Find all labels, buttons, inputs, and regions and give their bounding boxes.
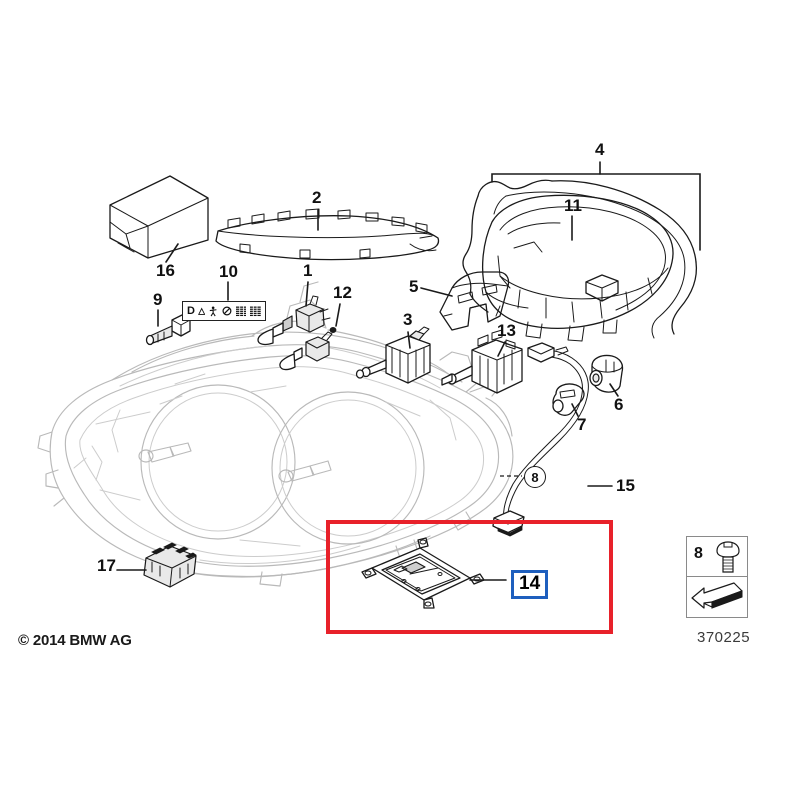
callout-7: 7 xyxy=(577,415,587,434)
callout-15: 15 xyxy=(616,476,635,495)
callout-5: 5 xyxy=(409,277,419,296)
legend-box: 8 xyxy=(686,536,748,618)
stripes-icon xyxy=(250,305,261,317)
part-7-indicator-bulb xyxy=(552,383,585,416)
triangle-icon xyxy=(197,307,206,315)
callout-9: 9 xyxy=(153,290,163,309)
part-14-ballast-unit xyxy=(361,537,485,609)
callout-6: 6 xyxy=(614,395,624,414)
callout-8-circled: 8 xyxy=(524,466,546,488)
callout-16: 16 xyxy=(156,261,175,280)
part-1-bulb xyxy=(257,295,331,346)
part-13-xenon-igniter xyxy=(441,329,523,394)
legend-arrow-cell xyxy=(687,577,747,617)
part-11-rear-cover xyxy=(482,194,674,342)
installation-arrow-icon xyxy=(691,582,743,609)
part-number-text: 370225 xyxy=(697,629,751,646)
callout-11: 11 xyxy=(564,196,582,215)
highlight-box-part-14 xyxy=(326,520,613,634)
part-2-trim-bracket xyxy=(215,208,440,261)
pan-head-screw-icon xyxy=(716,541,740,573)
callout-1: 1 xyxy=(303,261,313,280)
stripes-icon xyxy=(235,305,247,317)
callout-4: 4 xyxy=(595,140,605,159)
part-17-connector xyxy=(143,542,197,588)
callout-10: 10 xyxy=(219,262,238,281)
legend-screw-number: 8 xyxy=(694,545,703,562)
part-12-bulb-small xyxy=(279,326,337,371)
assembly-bulb-left xyxy=(138,442,192,463)
label-text-d: D xyxy=(187,305,195,317)
legend-screw-cell: 8 xyxy=(687,537,747,577)
copyright-text: © 2014 BMW AG xyxy=(18,632,132,649)
callout-3: 3 xyxy=(403,310,413,329)
part-6-bulb-socket xyxy=(589,354,624,393)
prohibition-icon xyxy=(222,306,232,316)
part-4-housing-seal xyxy=(462,173,701,339)
part-3-stepper-motor xyxy=(355,326,431,384)
callout-12: 12 xyxy=(333,283,352,302)
part-16-control-module xyxy=(109,175,209,259)
callout-17: 17 xyxy=(97,556,116,575)
leader-lines xyxy=(116,161,619,581)
person-icon xyxy=(210,305,217,316)
badge-part-14: 14 xyxy=(511,570,549,599)
callout-13: 13 xyxy=(497,321,516,340)
warning-pictogram-label: D xyxy=(182,301,266,321)
callout-2: 2 xyxy=(312,188,322,207)
assembly-bulb-right xyxy=(278,460,332,483)
part-9-bolt xyxy=(145,314,191,346)
